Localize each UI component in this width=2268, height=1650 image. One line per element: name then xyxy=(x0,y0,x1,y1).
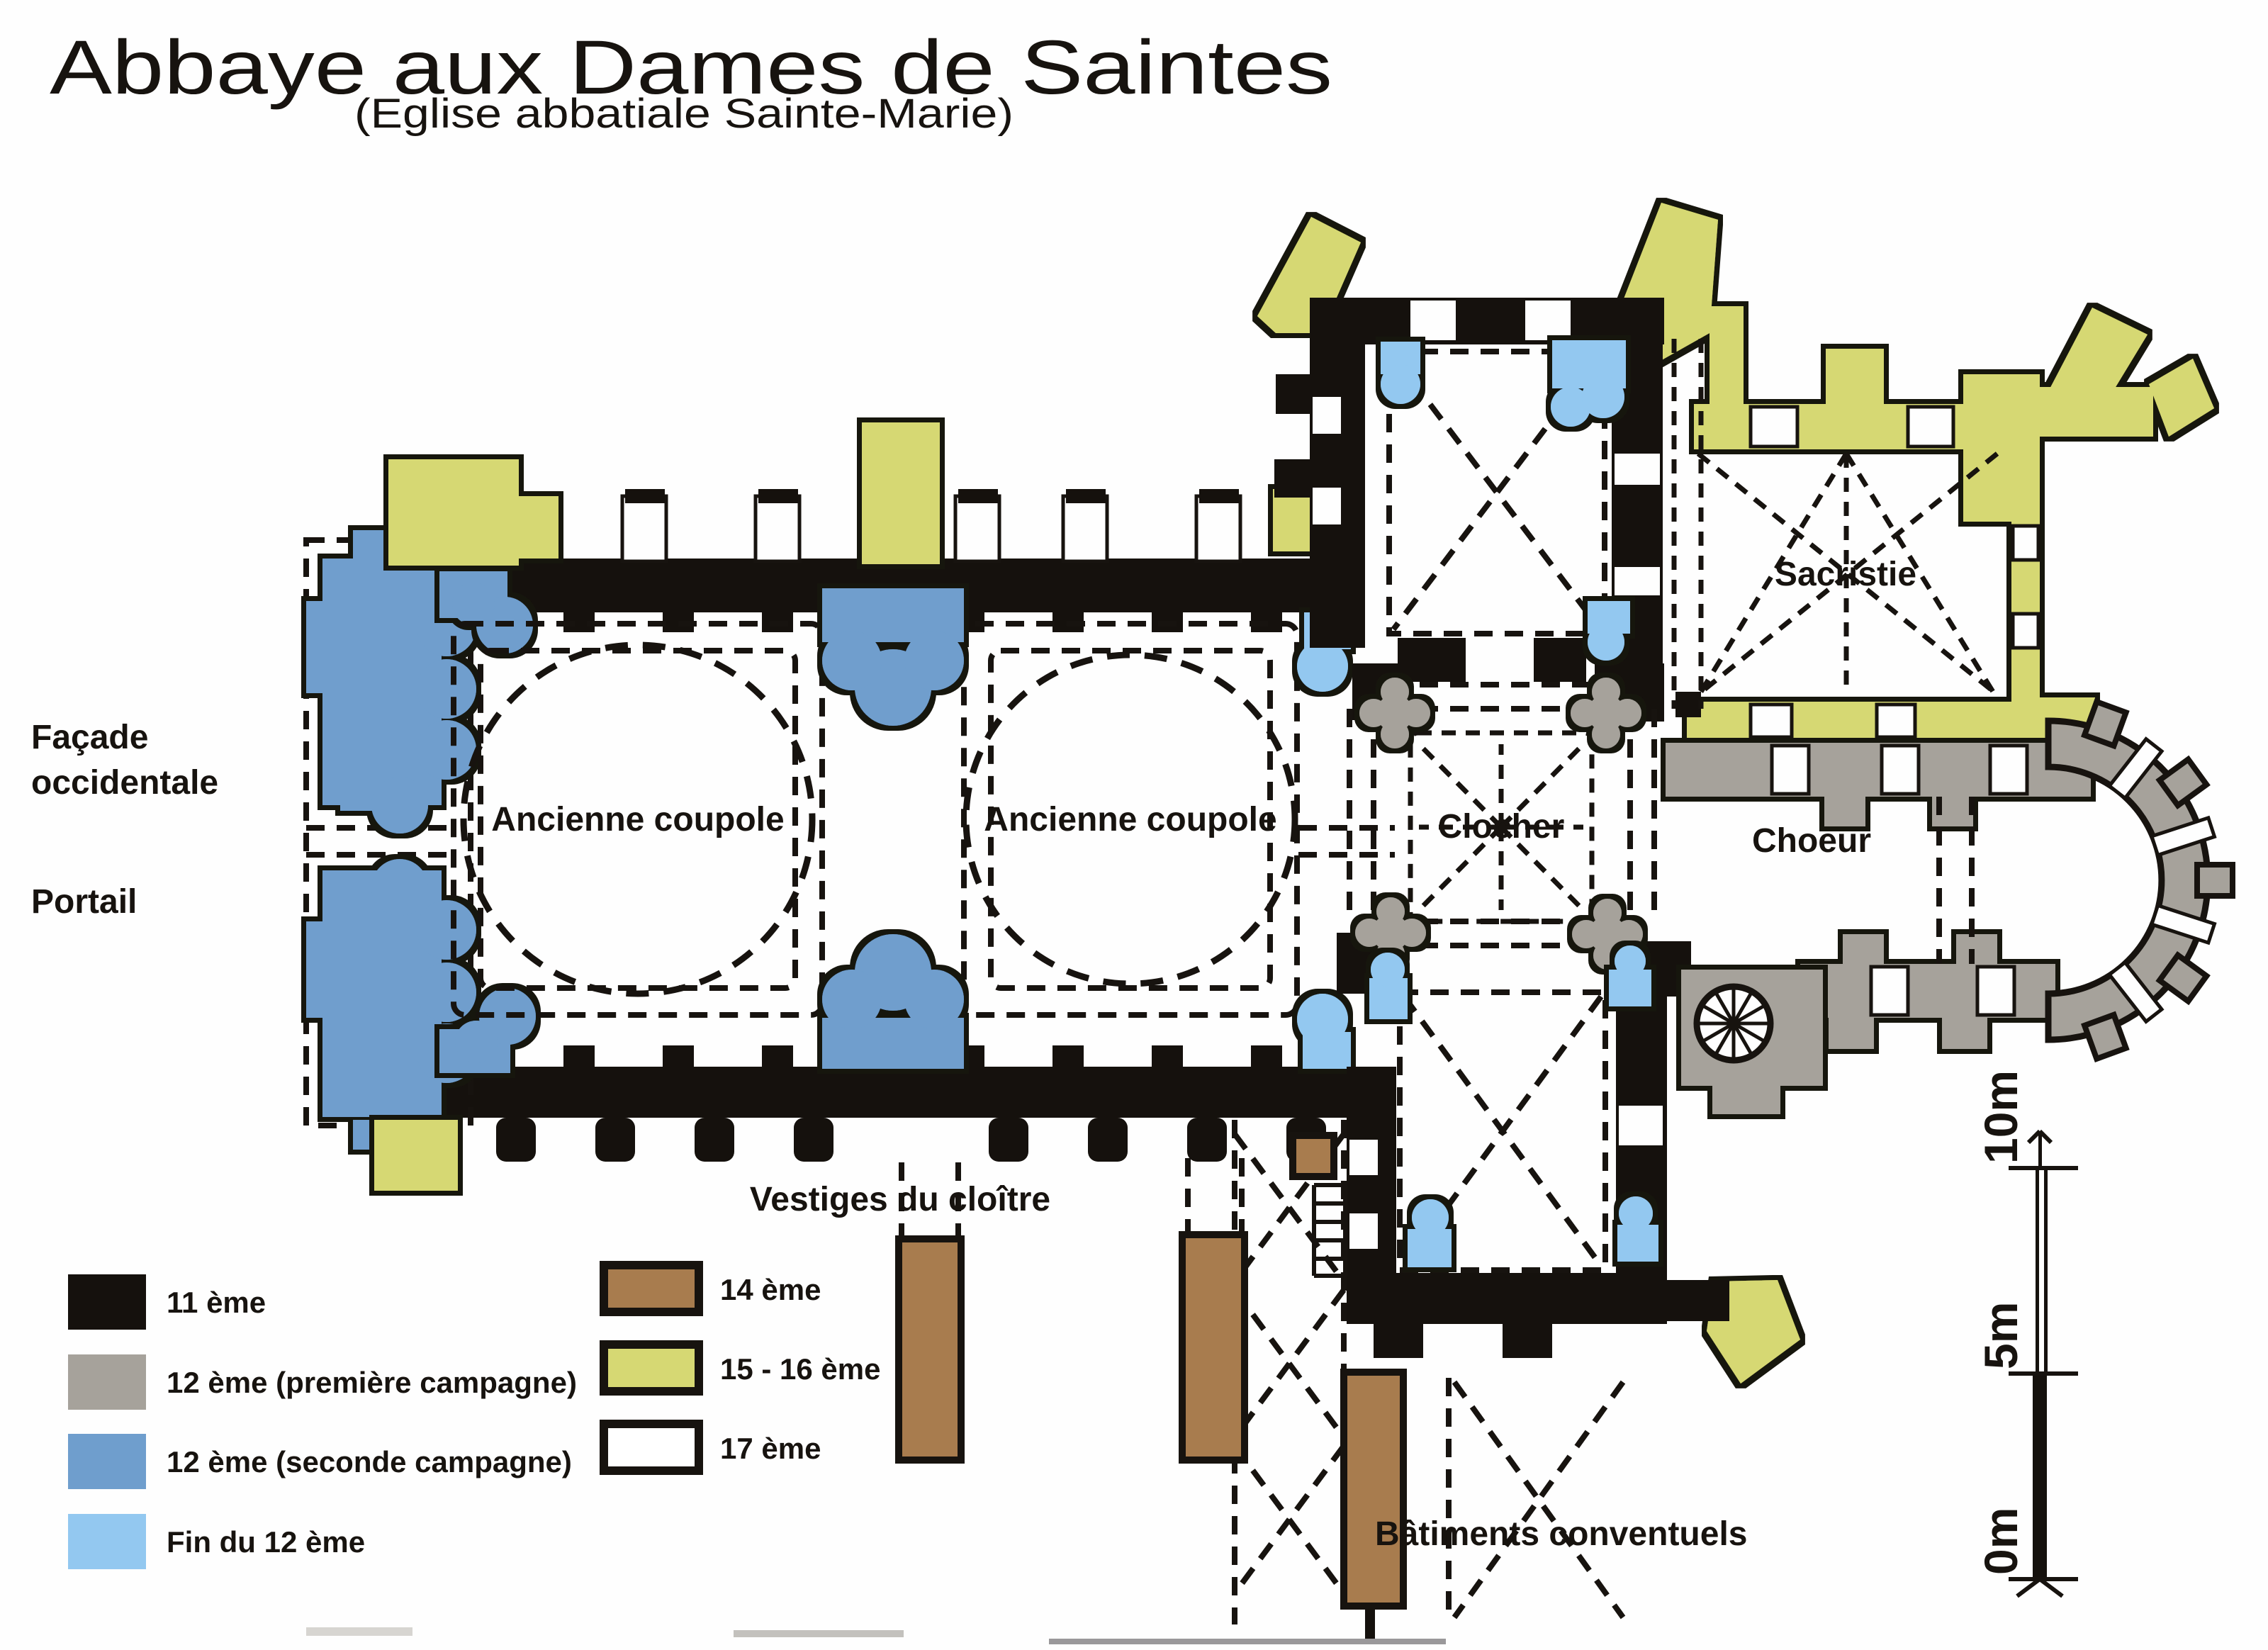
crossing-pier-sw xyxy=(1355,897,1426,968)
ntransept-ne-squinch xyxy=(1551,340,1626,427)
bay-divider-piers xyxy=(822,588,964,1069)
apse-window-gaps xyxy=(2106,736,2217,1024)
legend-label-14e: 14 ème xyxy=(720,1273,821,1306)
label-coupole-1: Ancienne coupole xyxy=(491,801,784,838)
nave-north-buttresses xyxy=(620,489,1242,563)
scale-bar: 10m 5m 0m xyxy=(1975,1070,2078,1598)
cloister-14thc-walls xyxy=(895,1132,1407,1610)
legend-swatch-17e xyxy=(600,1420,703,1475)
yellow-nw-step xyxy=(519,496,558,559)
divider-pier-south xyxy=(822,934,964,1069)
sacristy-cross-pier-h xyxy=(1800,408,1907,441)
legend-column-2: 14 ème 15 - 16 ème 17 ème xyxy=(600,1261,881,1475)
yellow-transept-se-buttress xyxy=(1707,1280,1800,1384)
yellow-nw-block xyxy=(388,459,519,566)
legend-swatch-12e-2 xyxy=(68,1434,146,1489)
north-transept-walls xyxy=(1274,298,1664,709)
cloister-ladder-steps xyxy=(1312,1183,1347,1278)
choir-south-wall xyxy=(1800,964,2055,1018)
choir-walls xyxy=(1666,743,2091,1049)
west-facade xyxy=(303,530,536,1150)
label-choeur: Choeur xyxy=(1752,822,1871,860)
yellow-east-arm xyxy=(2040,387,2153,437)
legend-label-fin12e: Fin du 12 ème xyxy=(167,1525,365,1559)
yellow-north-tall-block xyxy=(862,422,940,564)
transept-sacristy-passage xyxy=(1671,339,1704,709)
page-title: Abbaye aux Dames de Saintes xyxy=(50,24,1332,110)
crossing-piers xyxy=(1355,678,1643,970)
crossing-dashes xyxy=(1347,682,1657,948)
spiral-spokes xyxy=(1697,987,1770,1060)
cloister-bar-2 xyxy=(1179,1231,1248,1464)
cloister-bar-3 xyxy=(1340,1369,1407,1610)
legend-swatch-11e xyxy=(68,1274,146,1330)
crossing-se-squinch xyxy=(1609,945,1651,1006)
crossing-pier-ne xyxy=(1571,678,1641,748)
nave-bay-1 xyxy=(451,621,825,1018)
ntransept-nw-squinch xyxy=(1381,342,1420,404)
cloister-bar-1 xyxy=(895,1235,965,1464)
legend-swatch-15-16e xyxy=(600,1340,703,1396)
ntransept-se-squinch xyxy=(1588,601,1630,661)
divider-pier-north xyxy=(822,588,964,726)
legend-label-12e-1: 12 ème (première campagne) xyxy=(167,1366,577,1399)
legend-swatch-14e xyxy=(600,1261,703,1316)
scale-label-10m: 10m xyxy=(1975,1070,2027,1164)
dome-circle-2 xyxy=(962,651,1298,987)
label-facade-line2: occidentale xyxy=(31,764,218,802)
scale-label-0m: 0m xyxy=(1975,1508,2027,1575)
crossing-pier-nw xyxy=(1359,678,1430,748)
nave-south-buttresses xyxy=(496,1118,1326,1162)
nave-north-wall xyxy=(393,489,1350,632)
cloister-block-small xyxy=(1289,1132,1337,1180)
sacristy-vault-dashes xyxy=(1696,451,1999,697)
label-vestiges: Vestiges du cloître xyxy=(750,1181,1050,1218)
legend-label-11e: 11 ème xyxy=(167,1286,266,1319)
sacristy-nw-strip xyxy=(1710,306,1744,405)
yellow-wall-windows xyxy=(1748,405,2040,739)
label-batiments: Bâtiments conventuels xyxy=(1375,1515,1747,1553)
apse-chord-dashes xyxy=(1936,797,1975,964)
scan-artifacts xyxy=(306,1627,1446,1644)
legend-swatch-fin12e xyxy=(68,1514,146,1569)
label-portail: Portail xyxy=(31,883,137,921)
legend-swatch-12e-1 xyxy=(68,1354,146,1410)
legend-label-12e-2: 12 ème (seconde campagne) xyxy=(167,1445,572,1478)
label-sacristie: Sacristie xyxy=(1775,556,1916,593)
legend-label-15-16e: 15 - 16 ème xyxy=(720,1352,881,1386)
label-coupole-2: Ancienne coupole xyxy=(984,801,1276,838)
yellow-east-wedge xyxy=(2149,359,2214,437)
convent-wall-stub xyxy=(1365,1603,1375,1644)
late12-corner-pieces xyxy=(1369,340,1658,1267)
apse-buttresses xyxy=(2081,698,2235,1062)
stransept-se-squinch xyxy=(1617,1196,1658,1262)
facade-north-tower-pier xyxy=(306,530,476,834)
yellow-transept-nw-buttress xyxy=(1257,217,1361,333)
sacristy-east-wall xyxy=(2011,449,2040,719)
north-transept-vault xyxy=(1386,339,1704,709)
nave-crossing-opening xyxy=(1298,825,1395,858)
label-facade-line1: Façade xyxy=(31,719,148,756)
spiral-stair-block xyxy=(1681,970,1823,1114)
scale-label-5m: 5m xyxy=(1975,1302,2027,1369)
nave-east-pier-south xyxy=(1297,994,1351,1069)
nave-bay-2 xyxy=(961,621,1300,1018)
stransept-sw-squinch xyxy=(1408,1199,1452,1267)
yellow-sw-block xyxy=(374,1120,458,1191)
sacristy-south-wall xyxy=(1687,702,2048,740)
label-clocher: Clocher xyxy=(1438,808,1565,846)
apse xyxy=(2045,698,2235,1062)
dome-circle-1 xyxy=(460,641,816,997)
nave-south-wall xyxy=(393,1045,1350,1162)
legend-column-1: 11 ème 12 ème (première campagne) 12 ème… xyxy=(68,1274,577,1569)
legend-label-17e: 17 ème xyxy=(720,1432,821,1465)
portal-opening-dashes xyxy=(306,825,454,858)
crossing-sw-squinch xyxy=(1369,953,1408,1019)
crossing-pier-se xyxy=(1572,899,1643,970)
page-subtitle: (Eglise abbatiale Sainte-Marie) xyxy=(354,91,1014,137)
nave-east-piers xyxy=(1297,612,1351,1069)
